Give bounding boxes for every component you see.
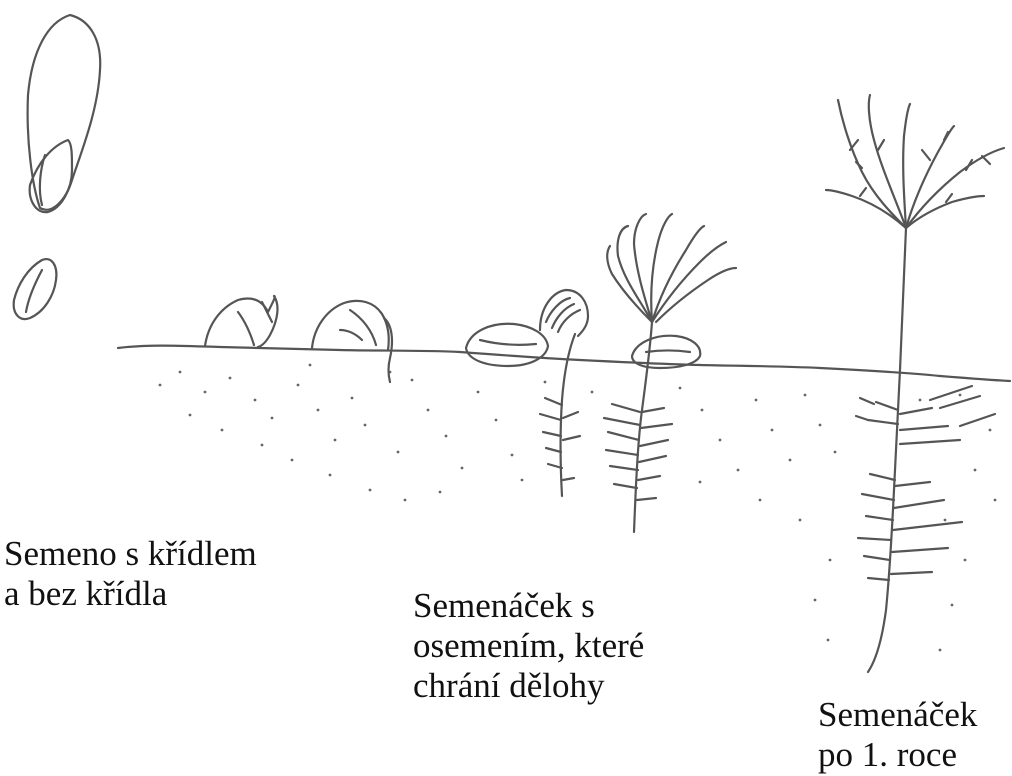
caption-seedling-with-coat-line-1: Semenáček s [413,586,644,626]
germination-stage-1 [205,296,277,347]
caption-seedling-after-year-line-1: Semenáček [818,695,977,735]
caption-seedling-after-year: Semenáček po 1. roce [818,695,977,775]
caption-seedling-with-coat-line-2: osemením, které [413,626,644,666]
caption-seed-line-2: a bez křídla [4,574,257,614]
caption-seedling-after-year-line-2: po 1. roce [818,735,977,775]
winged-seed [28,15,101,212]
germination-stage-5 [826,95,1004,672]
wingless-seed [14,259,57,319]
germination-stage-3 [466,290,588,496]
caption-seedling-with-coat: Semenáček s osemením, které chrání děloh… [413,586,644,706]
germination-stage-4 [604,214,736,532]
caption-seedling-with-coat-line-3: chrání dělohy [413,666,644,706]
caption-seed-line-1: Semeno s křídlem [4,534,257,574]
caption-seed: Semeno s křídlem a bez křídla [4,534,257,614]
germination-stage-2 [312,301,392,382]
